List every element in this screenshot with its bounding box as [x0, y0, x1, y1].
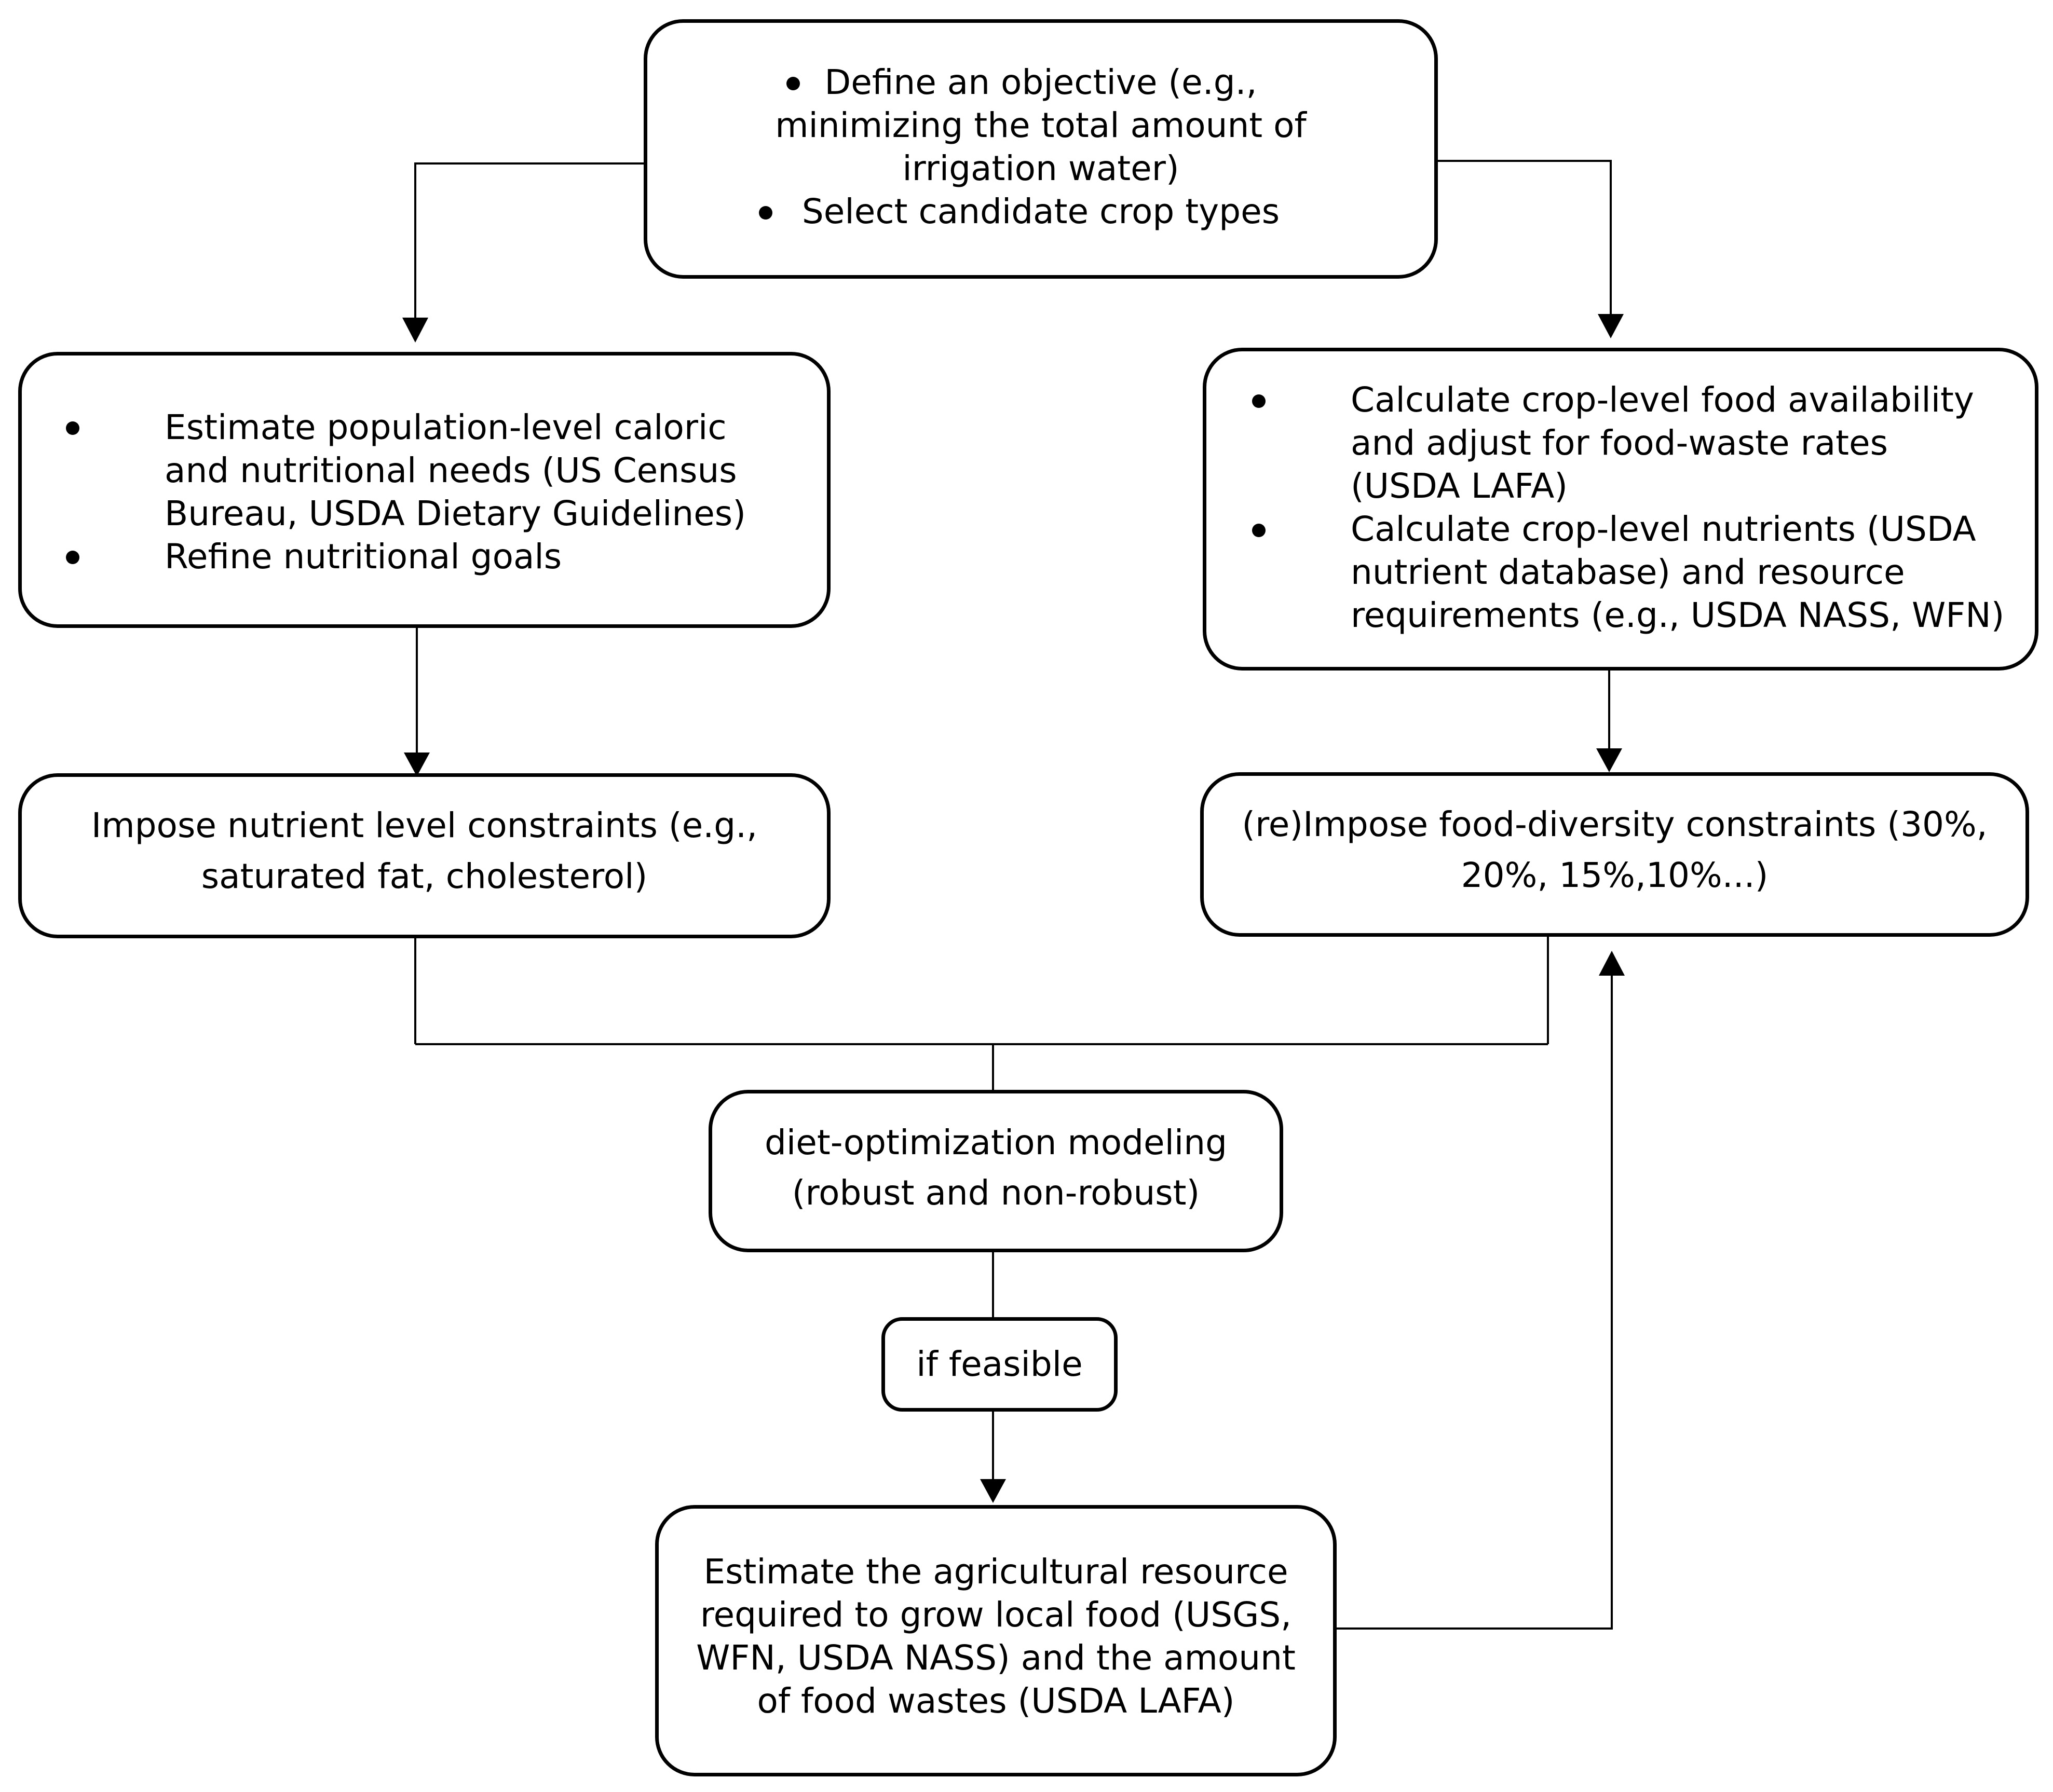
bullet-icon: [786, 77, 800, 90]
connector-objective-to-availability: [1438, 160, 1612, 314]
diversity-constraints-box: (re)Impose food-diversity constraints (3…: [1200, 772, 2029, 937]
bullet-icon: [66, 421, 79, 435]
bullet-icon: [66, 551, 79, 564]
availability-line-6: requirements (e.g., USDA NASS, WFN): [1351, 595, 2005, 635]
availability-line-2: and adjust for food-waste rates: [1351, 423, 1888, 463]
arrowhead-needs-to-nutrient-constraints: [404, 753, 430, 776]
resource-line-2: required to grow local food (USGS,: [700, 1595, 1292, 1635]
bullet-icon: [1252, 524, 1266, 537]
availability-line-1: Calculate crop-level food availability: [1351, 380, 1974, 420]
objective-line-4: Select candidate crop types: [801, 191, 1280, 231]
objective-line-1: Define an objective (e.g.,: [824, 62, 1257, 102]
availability-line-5: nutrient database) and resource: [1351, 552, 1905, 592]
diversity-constraints-line-1: (re)Impose food-diversity constraints (3…: [1242, 804, 1988, 844]
objective-line-3: irrigation water): [902, 148, 1179, 188]
arrowhead-availability-to-diversity: [1596, 748, 1622, 772]
availability-line-4: Calculate crop-level nutrients (USDA: [1351, 509, 1976, 549]
optimization-line-2: (robust and non-robust): [792, 1173, 1200, 1213]
resource-line-4: of food wastes (USDA LAFA): [757, 1681, 1235, 1721]
nutrient-constraints-box: Impose nutrient level constraints (e.g.,…: [18, 773, 831, 938]
bullet-icon: [759, 206, 772, 220]
crop-availability-box: Calculate crop-level food availability a…: [1203, 348, 2038, 671]
arrowhead-resource-to-diversity: [1599, 951, 1625, 976]
needs-line-1: Estimate population-level caloric: [165, 407, 727, 447]
arrowhead-feasible-to-resource: [980, 1479, 1006, 1503]
resource-line-1: Estimate the agricultural resource: [703, 1552, 1288, 1592]
availability-line-3: (USDA LAFA): [1351, 466, 1568, 506]
objective-line-2: minimizing the total amount of: [775, 105, 1307, 145]
diversity-constraints-line-2: 20%, 15%,10%...): [1461, 855, 1769, 895]
needs-line-2: and nutritional needs (US Census: [165, 450, 737, 490]
connector-objective-to-needs: [414, 162, 644, 318]
nutrient-constraints-line-1: Impose nutrient level constraints (e.g.,: [91, 805, 758, 845]
connector-resource-to-diversity: [1337, 976, 1613, 1630]
arrowhead-objective-to-availability: [1598, 314, 1624, 338]
objective-box: Define an objective (e.g., minimizing th…: [644, 19, 1438, 279]
resource-estimate-box: Estimate the agricultural resource requi…: [655, 1505, 1337, 1776]
if-feasible-box: if feasible: [881, 1317, 1118, 1412]
nutrient-constraints-line-2: saturated fat, cholesterol): [201, 856, 648, 896]
needs-line-4: Refine nutritional goals: [165, 537, 562, 577]
arrowhead-objective-to-needs: [402, 318, 428, 343]
optimization-line-1: diet-optimization modeling: [765, 1123, 1227, 1162]
needs-line-3: Bureau, USDA Dietary Guidelines): [165, 494, 746, 534]
bullet-icon: [1252, 394, 1266, 408]
if-feasible-label: if feasible: [916, 1344, 1083, 1384]
population-needs-box: Estimate population-level caloric and nu…: [18, 352, 831, 628]
resource-line-3: WFN, USDA NASS) and the amount: [696, 1638, 1296, 1678]
diet-optimization-box: diet-optimization modeling (robust and n…: [709, 1090, 1283, 1252]
